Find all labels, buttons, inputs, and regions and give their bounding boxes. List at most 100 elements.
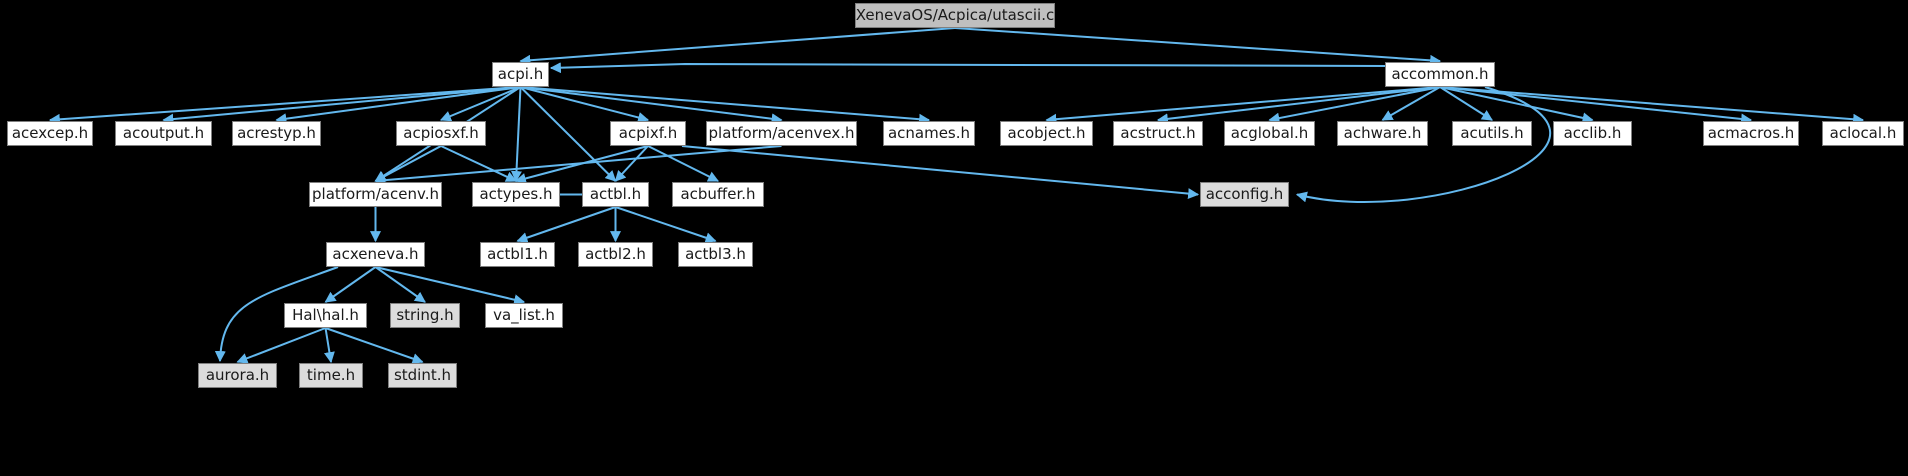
graph-node-acpi[interactable]: acpi.h [492, 62, 549, 87]
graph-node-label: aurora.h [205, 366, 270, 384]
graph-node-acpixf[interactable]: acpixf.h [610, 121, 686, 146]
graph-edge-acpi-to-acpiosxf [439, 86, 521, 122]
graph-node-label: actbl.h [589, 185, 642, 203]
graph-node-label: acconfig.h [1205, 185, 1284, 203]
graph-edge-acpi-to-acrestyp [275, 86, 521, 125]
graph-edge-accommon-to-aclocal [1439, 86, 1865, 125]
graph-node-label: acmacros.h [1707, 124, 1795, 142]
graph-edge-actbl-to-actbl1 [516, 206, 616, 243]
graph-node-halhal[interactable]: Hal\hal.h [284, 303, 367, 328]
graph-node-label: va_list.h [493, 306, 555, 324]
graph-node-label: actbl3.h [685, 245, 746, 263]
graph-node-acexcep[interactable]: acexcep.h [7, 121, 93, 146]
graph-node-label: aclocal.h [1829, 124, 1897, 142]
graph-node-aurora[interactable]: aurora.h [198, 363, 277, 388]
graph-edge-acpi-to-acenvex [520, 86, 783, 125]
graph-node-acstruct[interactable]: acstruct.h [1113, 121, 1203, 146]
graph-node-acpiosxf[interactable]: acpiosxf.h [396, 121, 486, 146]
graph-node-acbuffer[interactable]: acbuffer.h [672, 182, 764, 207]
graph-node-label: acpi.h [497, 65, 544, 83]
graph-node-label: achware.h [1343, 124, 1422, 142]
graph-node-acxeneva[interactable]: acxeneva.h [326, 242, 425, 267]
graph-node-label: actbl2.h [585, 245, 646, 263]
graph-node-stdint[interactable]: stdint.h [388, 363, 457, 388]
graph-node-acoutput[interactable]: acoutput.h [115, 121, 212, 146]
graph-node-acenv[interactable]: platform/acenv.h [309, 182, 442, 207]
graph-node-string[interactable]: string.h [390, 303, 460, 328]
graph-node-label: platform/acenv.h [312, 185, 439, 203]
graph-edge-utascii-to-accommon [954, 27, 1442, 66]
graph-node-label: XenevaOS/Acpica/utascii.c [855, 6, 1055, 24]
graph-node-label: Hal\hal.h [292, 306, 359, 324]
graph-edge-acpixf-to-acconfig [681, 145, 1200, 200]
graph-edge-acpi-to-acnames [520, 86, 931, 125]
graph-edge-acxeneva-to-string [374, 266, 426, 303]
graph-edge-accommon-to-acclib [1439, 86, 1594, 124]
graph-node-label: acstruct.h [1120, 124, 1196, 142]
graph-node-label: acpiosxf.h [403, 124, 479, 142]
graph-node-acenvex[interactable]: platform/acenvex.h [706, 121, 857, 146]
graph-node-acglobal[interactable]: acglobal.h [1224, 121, 1315, 146]
graph-edge-halhal-to-aurora [236, 327, 326, 364]
graph-node-valist[interactable]: va_list.h [485, 303, 563, 328]
graph-edge-halhal-to-time [323, 327, 335, 364]
graph-node-label: stdint.h [393, 366, 452, 384]
graph-node-label: acoutput.h [122, 124, 205, 142]
graph-node-label: acobject.h [1007, 124, 1086, 142]
graph-node-acutils[interactable]: acutils.h [1452, 121, 1532, 146]
graph-node-actbl1[interactable]: actbl1.h [480, 242, 555, 267]
graph-node-acclib[interactable]: acclib.h [1553, 121, 1632, 146]
graph-node-achware[interactable]: achware.h [1337, 121, 1428, 146]
graph-edge-accommon-to-acstruct [1156, 86, 1441, 125]
graph-edge-acxeneva-to-aurora [214, 266, 339, 363]
graph-node-label: string.h [396, 306, 454, 324]
graph-node-label: platform/acenvex.h [708, 124, 855, 142]
graph-edge-accommon-to-achware [1381, 86, 1441, 121]
graph-node-label: acglobal.h [1230, 124, 1309, 142]
graph-node-label: actbl1.h [487, 245, 548, 263]
graph-edge-acpi-to-acpixf [520, 86, 650, 123]
graph-node-label: acclib.h [1563, 124, 1622, 142]
graph-node-label: actypes.h [479, 185, 553, 203]
graph-edge-acpi-to-acoutput [162, 86, 521, 125]
graph-edge-accommon-to-acconfig [1295, 86, 1552, 203]
graph-edge-acpiosxf-to-acenv [374, 145, 442, 182]
graph-edge-acxeneva-to-valist [375, 266, 526, 306]
graph-edge-acpi-to-actbl [519, 86, 617, 182]
graph-edge-accommon-to-acpi [549, 62, 1388, 74]
graph-node-label: acrestyp.h [237, 124, 316, 142]
graph-node-actbl3[interactable]: actbl3.h [678, 242, 753, 267]
graph-node-label: acxeneva.h [332, 245, 419, 263]
graph-node-actbl2[interactable]: actbl2.h [578, 242, 653, 267]
graph-node-acobject[interactable]: acobject.h [1000, 121, 1093, 146]
graph-edge-accommon-to-acglobal [1268, 86, 1441, 124]
graph-node-acconfig[interactable]: acconfig.h [1200, 182, 1289, 207]
graph-edge-acpi-to-actypes [510, 86, 522, 183]
graph-node-acmacros[interactable]: acmacros.h [1703, 121, 1799, 146]
graph-edge-accommon-to-acutils [1439, 86, 1493, 121]
graph-node-actbl[interactable]: actbl.h [582, 182, 649, 207]
graph-edge-actbl-to-actbl3 [615, 206, 717, 244]
graph-edge-acpi-to-acexcep [48, 86, 521, 125]
graph-edge-accommon-to-acmacros [1439, 86, 1753, 125]
graph-edge-acenvex-to-acenv [374, 145, 782, 186]
graph-edge-utascii-to-acpi [519, 27, 956, 66]
graph-node-label: acpixf.h [618, 124, 678, 142]
graph-edge-acxeneva-to-halhal [324, 266, 377, 303]
graph-node-utascii[interactable]: XenevaOS/Acpica/utascii.c [855, 3, 1055, 28]
graph-node-aclocal[interactable]: aclocal.h [1822, 121, 1904, 146]
graph-node-time[interactable]: time.h [299, 363, 363, 388]
graph-edge-halhal-to-stdint [325, 327, 424, 364]
graph-node-label: acutils.h [1460, 124, 1524, 142]
graph-node-actypes[interactable]: actypes.h [472, 182, 560, 207]
graph-node-acrestyp[interactable]: acrestyp.h [232, 121, 321, 146]
graph-node-label: time.h [306, 366, 356, 384]
graph-edge-acpixf-to-acbuffer [647, 145, 719, 182]
graph-node-acnames[interactable]: acnames.h [883, 121, 975, 146]
graph-node-label: acbuffer.h [680, 185, 756, 203]
graph-node-accommon[interactable]: accommon.h [1385, 62, 1495, 87]
graph-node-label: accommon.h [1391, 65, 1489, 83]
graph-edge-accommon-to-acobject [1045, 86, 1441, 125]
